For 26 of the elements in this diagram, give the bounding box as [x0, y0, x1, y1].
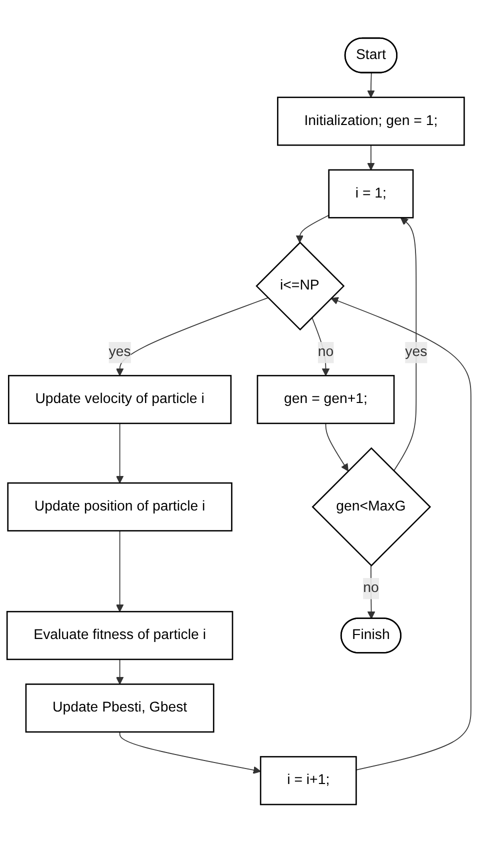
arrow: [116, 423, 124, 484]
arrow: [116, 530, 124, 612]
node-box: i = 1;: [328, 169, 414, 219]
arrow: [325, 423, 348, 472]
arrow: [296, 215, 330, 244]
edge-label: no: [363, 580, 379, 596]
arrow: [330, 297, 472, 771]
arrow: [119, 732, 261, 774]
arrow: [393, 218, 417, 472]
edge-label: yes: [405, 344, 428, 360]
node-box: Update velocity of particle i: [8, 375, 232, 424]
node-box: Update position of particle i: [7, 482, 232, 532]
node-diamond: i<=NP: [256, 242, 345, 331]
node-box: i = i+1;: [260, 756, 357, 806]
arrow: [116, 298, 268, 376]
node-diamond: gen<MaxG: [312, 447, 432, 567]
node-box: Evaluate fitness of particle i: [6, 611, 234, 660]
node-box: gen = gen+1;: [256, 375, 395, 424]
arrow: [367, 72, 375, 98]
arrow: [367, 565, 376, 620]
arrow: [367, 144, 375, 170]
node-box: Initialization; gen = 1;: [277, 96, 465, 146]
edge-label: yes: [108, 344, 131, 360]
arrow: [116, 659, 124, 685]
edge-label: no: [318, 344, 334, 360]
node-box: Update Pbesti, Gbest: [25, 684, 214, 733]
